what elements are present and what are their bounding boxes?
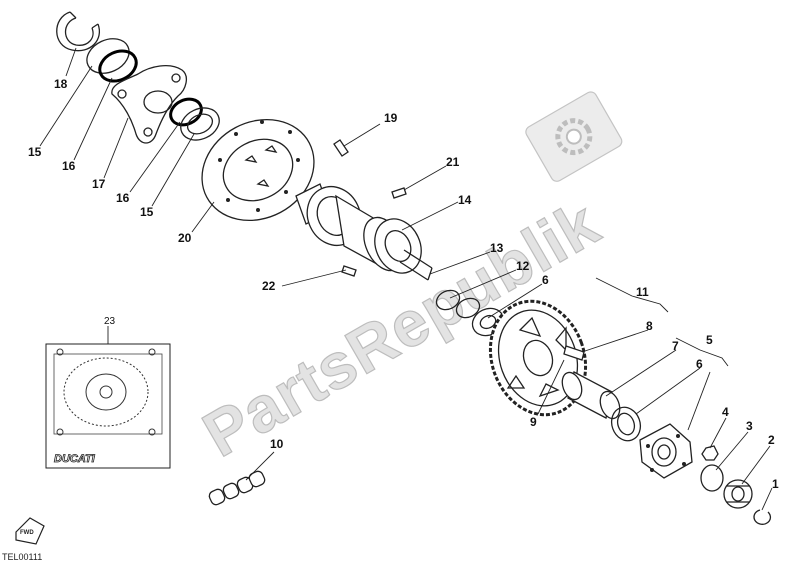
callout-3: 3 xyxy=(746,419,753,433)
caliper-bracket-17 xyxy=(111,64,188,144)
callout-6-upper: 6 xyxy=(542,273,549,287)
callout-13: 14 xyxy=(458,193,472,207)
inset-panel-23: 23 DUCATI xyxy=(45,316,171,469)
callout-22: 22 xyxy=(262,279,276,293)
callout-15: 15 xyxy=(28,145,42,159)
circlip-18 xyxy=(56,11,100,52)
washer-3 xyxy=(700,464,724,492)
callout-16: 16 xyxy=(62,159,76,173)
group-bracket-10 xyxy=(595,277,669,313)
bracket-hole xyxy=(171,73,181,83)
callout-15-lower: 15 xyxy=(140,205,154,219)
callout-8: 8 xyxy=(646,319,653,333)
callout-5: 5 xyxy=(706,333,713,347)
callout-12: 13 xyxy=(490,241,504,255)
bolt-21 xyxy=(391,187,407,199)
callout-20: 20 xyxy=(178,231,192,245)
sprocket-flange xyxy=(639,423,693,479)
circlip-12 xyxy=(435,289,461,311)
callout-4: 4 xyxy=(722,405,729,419)
spacer-ring-15-lower xyxy=(180,107,220,141)
callout-16-lower: 16 xyxy=(116,191,130,205)
callout-2: 2 xyxy=(768,433,775,447)
o-ring-16-lower xyxy=(169,97,203,127)
callout-1: 1 xyxy=(772,477,779,491)
callout-19: 19 xyxy=(384,111,398,125)
callout-14: 10 xyxy=(270,437,284,451)
callout-11: 12 xyxy=(516,259,530,273)
o-ring-16-top xyxy=(98,49,138,83)
nut-4 xyxy=(701,445,719,461)
drawing-code: TEL00111 xyxy=(2,552,42,562)
bolt-19 xyxy=(333,139,349,157)
spacer-ring-15-top xyxy=(86,38,130,74)
callout-10: 11 xyxy=(636,285,649,299)
circlip-1 xyxy=(753,509,772,525)
callout-23: 23 xyxy=(104,316,116,327)
chain-link-14 xyxy=(208,470,266,506)
callout-6-lower: 6 xyxy=(696,357,703,371)
stud-8 xyxy=(563,345,585,361)
fwd-label: FWD xyxy=(20,530,34,536)
callout-21: 21 xyxy=(446,155,460,169)
callout-9: 9 xyxy=(530,415,537,429)
callout-18: 18 xyxy=(54,77,68,91)
leader-lines xyxy=(39,47,773,511)
watermark-gear-icon xyxy=(525,91,623,182)
spacer-ring-15-inner xyxy=(186,113,214,135)
hub-nut-2 xyxy=(723,479,753,509)
bracket-hole xyxy=(143,127,153,137)
bracket-bore xyxy=(143,90,173,114)
fwd-arrow-icon: FWD xyxy=(15,517,45,545)
ring-6-upper-inner xyxy=(479,314,497,330)
callout-17: 17 xyxy=(92,177,106,191)
spacer-11 xyxy=(455,297,481,319)
bracket-hole xyxy=(117,89,127,99)
hub-assembly-13 xyxy=(295,183,433,281)
callout-7: 7 xyxy=(672,339,679,353)
callout-labels: 18 15 16 17 16 15 20 19 21 14 22 13 12 6… xyxy=(28,77,779,491)
ring-6-lower-inner xyxy=(616,412,636,436)
group-bracket-5 xyxy=(675,337,729,367)
brake-disc-20 xyxy=(201,118,315,222)
sprocket-9 xyxy=(488,299,588,417)
bolt-22 xyxy=(341,265,357,277)
ring-6-lower xyxy=(610,406,642,442)
ducati-logo: DUCATI xyxy=(54,453,96,465)
